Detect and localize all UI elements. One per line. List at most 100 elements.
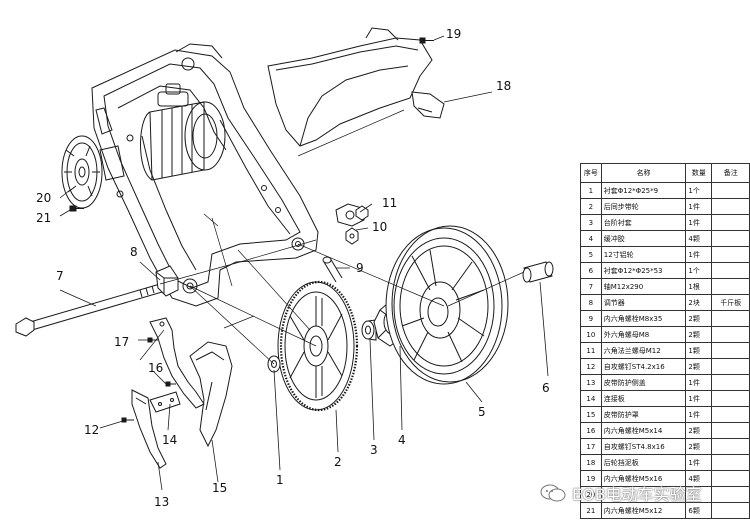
part-number: 10 xyxy=(580,326,602,343)
part-note xyxy=(711,262,750,279)
step-bushing xyxy=(361,319,377,341)
part-note xyxy=(711,342,750,359)
screw-12 xyxy=(121,417,134,423)
part-qty: 1件 xyxy=(685,390,713,407)
guard-bracket xyxy=(149,317,205,409)
part-qty: 2颗 xyxy=(685,438,713,455)
part-name: 衬套Φ12*Φ25*53 xyxy=(600,262,687,279)
part-name: 皮带防护罩 xyxy=(600,406,687,423)
part-name: 缓冲胶 xyxy=(600,230,687,247)
part-number: 1 xyxy=(580,182,602,199)
part-note xyxy=(711,214,750,231)
callout-5: 5 xyxy=(478,405,486,419)
part-number: 17 xyxy=(580,438,602,455)
parts-list-header-row: 序号 名称 数量 备注 xyxy=(580,163,750,183)
callout-6: 6 xyxy=(542,381,550,395)
part-number: 3 xyxy=(580,214,602,231)
bolt-m8 xyxy=(322,256,343,283)
callout-14: 14 xyxy=(162,433,177,447)
flange-nut-m12 xyxy=(335,203,369,227)
part-note xyxy=(711,454,750,471)
part-note xyxy=(711,358,750,375)
part-name: 内六角螺栓M8x35 xyxy=(600,310,687,327)
part-number: 8 xyxy=(580,294,602,311)
watermark-text: EOB电动车实验室 xyxy=(572,485,702,504)
part-qty: 2颗 xyxy=(685,326,713,343)
header-note: 备注 xyxy=(711,163,750,183)
part-qty: 2颗 xyxy=(685,310,713,327)
part-number: 15 xyxy=(580,406,602,423)
part-number: 7 xyxy=(580,278,602,295)
part-name: 12寸铝轮 xyxy=(600,246,687,263)
callout-20: 20 xyxy=(36,191,51,205)
part-name: 台阶衬套 xyxy=(600,214,687,231)
part-number: 14 xyxy=(580,390,602,407)
part-number: 5 xyxy=(580,246,602,263)
callout-12: 12 xyxy=(84,423,99,437)
part-qty: 6颗 xyxy=(685,502,713,519)
part-qty: 1件 xyxy=(685,454,713,471)
part-name: 调节器 xyxy=(600,294,687,311)
connecting-plate xyxy=(149,391,181,413)
part-qty: 1件 xyxy=(685,374,713,391)
part-name: 后轮挡泥板 xyxy=(600,454,687,471)
part-name: 内六角螺栓M5x14 xyxy=(600,422,687,439)
callout-9: 9 xyxy=(356,261,364,275)
part-note: 千斤板 xyxy=(711,294,750,311)
part-number: 9 xyxy=(580,310,602,327)
part-qty: 2块 xyxy=(685,294,713,311)
screw-17 xyxy=(147,337,158,343)
part-note xyxy=(711,390,750,407)
part-note xyxy=(711,502,750,519)
part-note xyxy=(711,310,750,327)
screw-16 xyxy=(165,381,176,387)
part-name: 连接板 xyxy=(600,390,687,407)
callout-17: 17 xyxy=(114,335,129,349)
part-name: 内六角螺栓M5x12 xyxy=(600,502,687,519)
axle-m12 xyxy=(15,282,169,337)
callout-3: 3 xyxy=(370,443,378,457)
header-qty: 数量 xyxy=(685,163,713,183)
adjuster-block xyxy=(155,265,179,297)
aluminum-wheel xyxy=(385,225,509,385)
part-qty: 1个 xyxy=(685,182,713,199)
part-qty: 2颗 xyxy=(685,422,713,439)
callout-21: 21 xyxy=(36,211,51,225)
callout-11: 11 xyxy=(382,196,397,210)
rear-mudguard xyxy=(267,27,445,147)
callout-15: 15 xyxy=(212,481,227,495)
swing-arm-frame xyxy=(91,43,319,307)
part-note xyxy=(711,406,750,423)
part-qty: 1颗 xyxy=(685,342,713,359)
callout-2: 2 xyxy=(334,455,342,469)
part-note xyxy=(711,326,750,343)
bushing-6 xyxy=(522,261,554,283)
part-name: 皮带防护侧盖 xyxy=(600,374,687,391)
part-number: 12 xyxy=(580,358,602,375)
part-name: 轴M12x290 xyxy=(600,278,687,295)
part-note xyxy=(711,374,750,391)
nut-m8 xyxy=(345,227,359,245)
part-note xyxy=(711,246,750,263)
part-number: 18 xyxy=(580,454,602,471)
part-name: 自攻螺钉ST4.8x16 xyxy=(600,438,687,455)
motor-gearbox xyxy=(140,83,226,181)
screw-21 xyxy=(69,205,84,212)
